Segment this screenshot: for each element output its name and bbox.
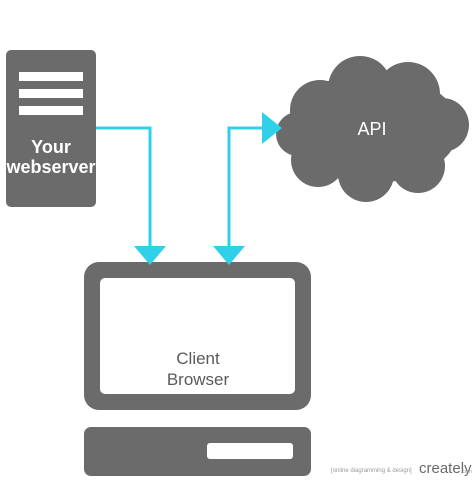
drive-slot [207,443,293,459]
client-label-line2: Browser [167,370,230,389]
api-node[interactable]: API [276,56,469,202]
client-browser-node[interactable]: Client Browser [84,262,311,476]
watermark-brand: creately [419,460,472,477]
webserver-slot-2 [19,89,83,98]
api-label: API [357,119,386,139]
creately-watermark: [online diagramming & design] creately .… [331,460,472,477]
webserver-label-line2: webserver [5,157,95,177]
connector-line [227,126,263,246]
watermark-tagline: [online diagramming & design] [331,468,412,474]
connector-line [96,126,152,247]
connector-webserver-to-client[interactable] [96,126,166,265]
webserver-slot-3 [19,106,83,115]
webserver-slot-1 [19,72,83,81]
arrowhead-down-icon [213,246,245,265]
client-label-line1: Client [176,349,220,368]
arrowhead-right-icon [262,112,282,144]
watermark-suffix: .com [461,469,472,475]
cloud-shape [276,56,469,202]
webserver-node[interactable]: Your webserver [5,50,96,207]
arrowhead-down-icon [134,246,166,265]
monitor-screen [100,278,295,394]
computer-base [84,427,311,476]
webserver-label-line1: Your [31,137,71,157]
connector-api-client[interactable] [213,112,282,265]
